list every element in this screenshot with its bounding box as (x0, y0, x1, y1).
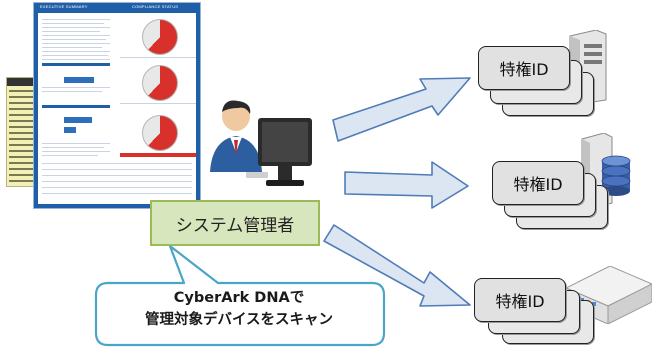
callout-text: CyberArk DNAで 管理対象デバイスをスキャン (98, 287, 380, 331)
id-card-label: 特権ID (499, 60, 549, 79)
computer-monitor-icon (246, 118, 312, 186)
report-title-right: COMPLIANCE STATUS (132, 4, 179, 9)
report-body (38, 13, 196, 204)
callout-line-1: CyberArk DNAで (173, 290, 305, 306)
person-icon (210, 100, 262, 172)
id-card-label: 特権ID (513, 175, 563, 194)
admin-user-illustration (210, 100, 312, 186)
target-group-1: 特権ID 特権ID 特権ID (470, 30, 620, 120)
arrow-to-server-3 (323, 224, 471, 307)
arrow-to-server-2 (344, 161, 469, 209)
executive-summary-report: EXECUTIVE SUMMARY COMPLIANCE STATUS (33, 2, 201, 209)
compliance-pie-1 (142, 19, 178, 55)
report-title-left: EXECUTIVE SUMMARY (40, 4, 88, 9)
report-header: EXECUTIVE SUMMARY COMPLIANCE STATUS (34, 3, 200, 13)
callout-bubble (94, 244, 386, 347)
target-group-3: 特権ID 特権ID 特権ID (466, 258, 657, 354)
privileged-id-card: 特権ID (478, 46, 570, 90)
compliance-pie-2 (142, 65, 178, 101)
admin-label-box: システム管理者 (150, 200, 320, 246)
callout-line-2: 管理対象デバイスをスキャン (144, 312, 334, 328)
target-group-2: 特権ID 特権ID 特権ID (480, 133, 631, 233)
database-icon (601, 155, 631, 196)
compliance-pie-3 (142, 115, 178, 151)
privileged-id-card: 特権ID (474, 278, 566, 322)
id-card-label: 特権ID (495, 292, 545, 311)
privileged-id-card: 特権ID (492, 161, 584, 205)
admin-label: システム管理者 (175, 215, 295, 236)
arrow-to-server-1 (332, 77, 471, 142)
